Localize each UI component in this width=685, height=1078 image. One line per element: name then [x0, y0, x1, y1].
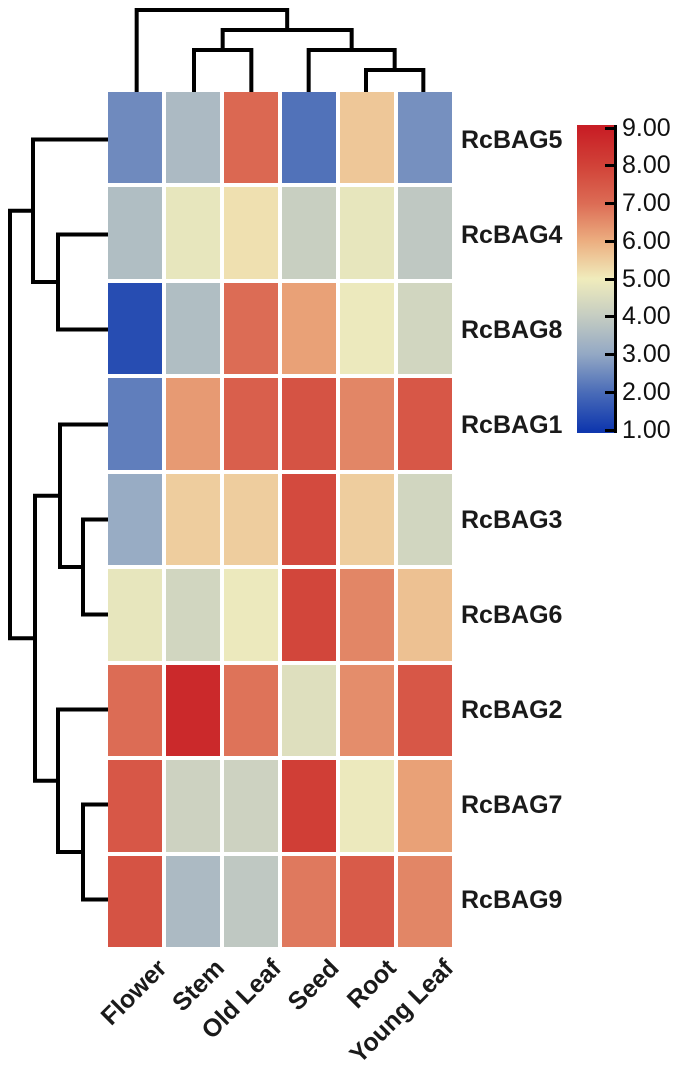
heatmap-cell-RcBAG2-Flower: [108, 664, 162, 757]
colorbar-tick: [605, 315, 616, 319]
heatmap-cell-RcBAG3-Young-Leaf: [398, 473, 452, 566]
heatmap-cell-RcBAG1-Old-Leaf: [224, 378, 278, 470]
heatmap-cell-RcBAG6-Flower: [108, 569, 162, 661]
heatmap-cell-RcBAG9-Young-Leaf: [398, 855, 452, 947]
row-label-RcBAG4: RcBAG4: [461, 220, 563, 249]
colorbar-tick: [605, 353, 616, 356]
heatmap-cell-RcBAG4-Root: [340, 187, 394, 279]
row-label-RcBAG1: RcBAG1: [461, 410, 563, 439]
heatmap-cell-RcBAG1-Root: [340, 378, 394, 470]
colorbar-tick-label-1.00: 1.00: [622, 415, 671, 444]
heatmap-cell-RcBAG5-Stem: [166, 92, 220, 184]
heatmap-cell-RcBAG1-Stem: [166, 378, 220, 470]
heatmap-cell-RcBAG4-Old-Leaf: [224, 187, 278, 279]
row-dendrogram-link: [8, 208, 35, 641]
colorbar-tick: [605, 390, 616, 394]
row-label-RcBAG7: RcBAG7: [461, 790, 563, 819]
heatmap-cell-RcBAG4-Seed: [282, 187, 336, 279]
heatmap-cell-RcBAG9-Root: [340, 855, 394, 947]
row-label-RcBAG2: RcBAG2: [461, 695, 563, 724]
colorbar-tick-label-9.00: 9.00: [622, 113, 671, 142]
heatmap-cell-RcBAG6-Seed: [282, 569, 336, 661]
heatmap-cell-RcBAG5-Seed: [282, 92, 336, 184]
heatmap-cell-RcBAG3-Old-Leaf: [224, 473, 278, 566]
row-label-RcBAG3: RcBAG3: [461, 505, 563, 534]
col-dendrogram-link: [220, 28, 354, 50]
heatmap-cell-RcBAG6-Old-Leaf: [224, 569, 278, 661]
heatmap-cell-RcBAG8-Root: [340, 282, 394, 375]
heatmap-cell-RcBAG7-Old-Leaf: [224, 760, 278, 852]
colorbar-tick-label-7.00: 7.00: [622, 189, 671, 217]
colorbar-tick: [605, 126, 616, 130]
row-label-RcBAG6: RcBAG6: [461, 600, 563, 629]
col-dendrogram-link: [364, 68, 426, 92]
heatmap-cell-RcBAG3-Root: [340, 473, 394, 566]
colorbar-tick-label-6.00: 6.00: [622, 226, 671, 255]
heatmap-cell-RcBAG8-Seed: [282, 282, 336, 375]
colorbar-tick-label-4.00: 4.00: [622, 302, 671, 331]
colorbar-tick-label-5.00: 5.00: [622, 264, 671, 293]
heatmap-cell-RcBAG7-Stem: [166, 760, 220, 852]
heatmap-cell-RcBAG1-Young-Leaf: [398, 378, 452, 470]
row-label-RcBAG5: RcBAG5: [461, 125, 563, 154]
heatmap-cell-RcBAG7-Young-Leaf: [398, 760, 452, 852]
row-dendrogram-link: [31, 137, 108, 284]
row-label-RcBAG8: RcBAG8: [461, 315, 563, 344]
heatmap-grid: [108, 92, 452, 947]
heatmap-cell-RcBAG2-Seed: [282, 664, 336, 757]
heatmap-cell-RcBAG1-Seed: [282, 378, 336, 470]
heatmap-cell-RcBAG5-Flower: [108, 92, 162, 184]
heatmap-cell-RcBAG1-Flower: [108, 378, 162, 470]
colorbar-tick-label-2.00: 2.00: [622, 377, 671, 406]
colorbar-tick: [605, 239, 616, 243]
heatmap-cell-RcBAG5-Root: [340, 92, 394, 184]
heatmap-cell-RcBAG2-Root: [340, 664, 394, 757]
heatmap-cell-RcBAG2-Old-Leaf: [224, 664, 278, 757]
heatmap-cell-RcBAG7-Flower: [108, 760, 162, 852]
colorbar-tick-label-8.00: 8.00: [622, 151, 671, 180]
heatmap-cell-RcBAG8-Flower: [108, 282, 162, 375]
heatmap-cell-RcBAG9-Seed: [282, 855, 336, 947]
colorbar-tick: [605, 164, 616, 168]
heatmap-cell-RcBAG8-Young-Leaf: [398, 282, 452, 375]
heatmap-cell-RcBAG8-Old-Leaf: [224, 282, 278, 375]
heatmap-cell-RcBAG6-Young-Leaf: [398, 569, 452, 661]
heatmap-cell-RcBAG8-Stem: [166, 282, 220, 375]
heatmap-cell-RcBAG7-Seed: [282, 760, 336, 852]
colorbar-tick: [605, 202, 616, 205]
heatmap-cell-RcBAG9-Old-Leaf: [224, 855, 278, 947]
heatmap-cell-RcBAG9-Flower: [108, 855, 162, 947]
row-label-RcBAG9: RcBAG9: [461, 885, 563, 914]
heatmap-cell-RcBAG6-Stem: [166, 569, 220, 661]
heatmap-cell-RcBAG3-Flower: [108, 473, 162, 566]
heatmap-cell-RcBAG5-Young-Leaf: [398, 92, 452, 184]
heatmap-cell-RcBAG2-Young-Leaf: [398, 664, 452, 757]
colorbar: 9.00 8.00 7.00 6.00 5.00 4.00 3.00 2.00 1.00: [577, 115, 685, 442]
heatmap-cell-RcBAG7-Root: [340, 760, 394, 852]
heatmap-cell-RcBAG4-Flower: [108, 187, 162, 279]
heatmap-cell-RcBAG6-Root: [340, 569, 394, 661]
col-dendrogram-link: [134, 8, 290, 92]
heatmap-cell-RcBAG4-Young-Leaf: [398, 187, 452, 279]
colorbar-tick: [605, 428, 616, 432]
row-dendrogram-link: [81, 802, 108, 902]
heatmap-cell-RcBAG2-Stem: [166, 664, 220, 757]
row-dendrogram-link: [56, 232, 108, 332]
heatmap-cell-RcBAG3-Seed: [282, 473, 336, 566]
heatmap-cell-RcBAG4-Stem: [166, 187, 220, 279]
heatmap-cell-RcBAG9-Stem: [166, 855, 220, 947]
colorbar-tick: [605, 277, 616, 281]
row-dendrogram-link: [81, 517, 108, 617]
col-dendrogram-link: [192, 48, 254, 92]
heatmap-cell-RcBAG3-Stem: [166, 473, 220, 566]
colorbar-tick-label-3.00: 3.00: [622, 340, 671, 368]
heatmap-cell-RcBAG5-Old-Leaf: [224, 92, 278, 184]
